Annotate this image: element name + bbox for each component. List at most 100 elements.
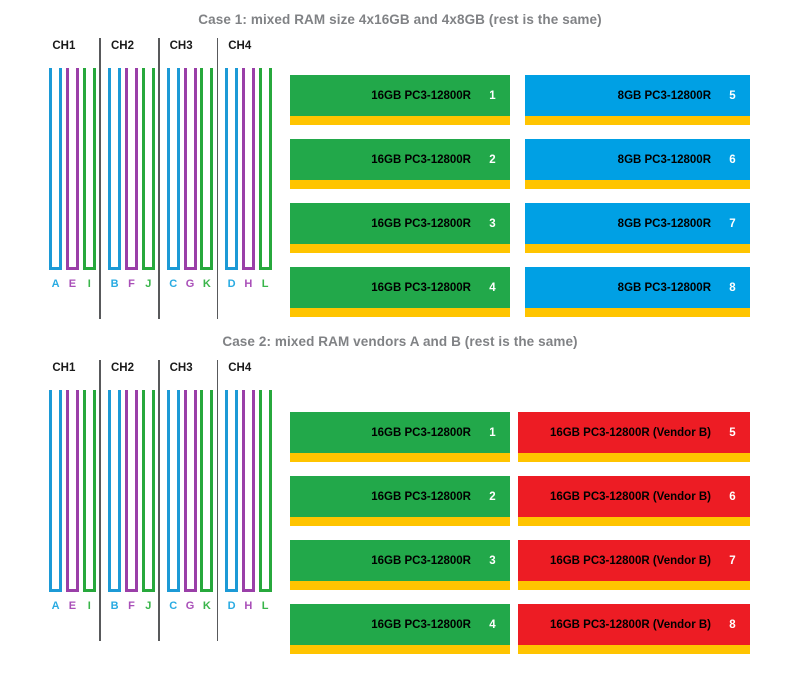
dimm-module-8[interactable]: 16GB PC3-12800R (Vendor B) 8 [518, 604, 750, 654]
slot-letter-i: I [87, 600, 91, 612]
dimm-slot-c[interactable] [166, 390, 180, 592]
slot-letter-h: H [244, 600, 253, 612]
dimm-slot-d[interactable] [225, 390, 239, 592]
dimm-slot-k[interactable] [200, 390, 214, 592]
dimm-module-label: 16GB PC3-12800R (Vendor B) [549, 618, 711, 631]
dimm-module-7[interactable]: 16GB PC3-12800R (Vendor B)7 [518, 540, 750, 590]
dimm-slot-a[interactable] [49, 68, 63, 270]
dimm-slot-j[interactable] [141, 390, 155, 592]
dimm-slot-j[interactable] [141, 68, 155, 270]
dimm-slot-e[interactable] [65, 68, 79, 270]
dimm-slot-k[interactable] [200, 68, 214, 270]
dimm-module-number: 4 [489, 618, 496, 631]
dimm-module-label: 8GB PC3-12800R [617, 153, 711, 166]
dimm-module-number: 2 [489, 153, 496, 166]
slot-letter-l: L [261, 600, 269, 612]
dimm-module-number: 5 [729, 426, 736, 439]
dimm-module-body: 16GB PC3-12800R (Vendor B)6 [518, 476, 750, 517]
dimm-slot-i[interactable] [82, 390, 96, 592]
dimm-connector-strip [290, 244, 510, 253]
channel-divider-3 [216, 38, 219, 319]
slot-letter-c: C [169, 600, 178, 612]
channel-label-ch4: CH4 [228, 362, 252, 374]
channel-divider-2 [158, 360, 160, 641]
dimm-slot-l[interactable] [258, 68, 272, 270]
dimm-module-number: 6 [729, 490, 736, 503]
dimm-module-number: 8 [729, 618, 736, 631]
channel-divider-1 [99, 38, 101, 319]
dimm-slot-g[interactable] [183, 390, 197, 592]
dimm-module-number: 7 [729, 217, 736, 230]
channel-label-ch2: CH2 [110, 40, 134, 52]
dimm-module-5[interactable]: 8GB PC3-12800R 5 [525, 75, 750, 125]
channel-divider-3 [216, 360, 219, 641]
dimm-connector-strip [290, 517, 510, 526]
dimm-slot-g[interactable] [183, 68, 197, 270]
dimm-module-label: 8GB PC3-12800R [617, 217, 711, 230]
dimm-connector-strip [518, 453, 750, 462]
dimm-slot-b[interactable] [108, 68, 122, 270]
dimm-module-5[interactable]: 16GB PC3-12800R (Vendor B)5 [518, 412, 750, 462]
dimm-module-number: 8 [729, 281, 736, 294]
channel-label-ch3: CH3 [169, 40, 193, 52]
dimm-connector-strip [518, 517, 750, 526]
dimm-module-number: 1 [489, 426, 496, 439]
dimm-connector-strip [290, 581, 510, 590]
dimm-module-label: 16GB PC3-12800R [371, 153, 471, 166]
slot-letter-h: H [244, 278, 253, 290]
dimm-module-2[interactable]: 16GB PC3-12800R 2 [290, 139, 510, 189]
dimm-slot-i[interactable] [82, 68, 96, 270]
dimm-module-body: 8GB PC3-12800R 7 [525, 203, 750, 244]
dimm-slot-f[interactable] [124, 390, 138, 592]
dimm-connector-strip [290, 453, 510, 462]
dimm-module-label: 16GB PC3-12800R [371, 490, 471, 503]
dimm-module-7[interactable]: 8GB PC3-12800R 7 [525, 203, 750, 253]
dimm-module-6[interactable]: 16GB PC3-12800R (Vendor B)6 [518, 476, 750, 526]
dimm-module-label: 16GB PC3-12800R [371, 618, 471, 631]
slot-letter-e: E [68, 600, 77, 612]
dimm-slot-h[interactable] [241, 68, 255, 270]
dimm-module-number: 5 [729, 89, 736, 102]
dimm-module-number: 4 [489, 281, 496, 294]
case-title: Case 2: mixed RAM vendors A and B (rest … [222, 334, 578, 349]
dimm-module-label: 8GB PC3-12800R [617, 89, 711, 102]
dimm-slot-e[interactable] [65, 390, 79, 592]
dimm-module-label: 16GB PC3-12800R (Vendor B) [549, 554, 711, 567]
slot-letter-b: B [110, 278, 119, 290]
dimm-module-label: 16GB PC3-12800R [371, 217, 471, 230]
dimm-slot-d[interactable] [225, 68, 239, 270]
slot-letter-e: E [68, 278, 77, 290]
dimm-module-body: 16GB PC3-12800R (Vendor B)5 [518, 412, 750, 453]
slot-letter-j: J [145, 278, 152, 290]
dimm-slot-l[interactable] [258, 390, 272, 592]
channel-divider-2 [158, 38, 160, 319]
slot-letter-b: B [110, 600, 119, 612]
dimm-slot-h[interactable] [241, 390, 255, 592]
dimm-connector-strip [518, 645, 750, 654]
dimm-slot-b[interactable] [108, 390, 122, 592]
dimm-connector-strip [525, 116, 750, 125]
dimm-module-body: 16GB PC3-12800R (Vendor B) 8 [518, 604, 750, 645]
dimm-connector-strip [525, 308, 750, 317]
dimm-connector-strip [525, 180, 750, 189]
dimm-module-4[interactable]: 16GB PC3-12800R 4 [290, 604, 510, 654]
dimm-slot-a[interactable] [49, 390, 63, 592]
dimm-slot-c[interactable] [166, 68, 180, 270]
dimm-slot-f[interactable] [124, 68, 138, 270]
